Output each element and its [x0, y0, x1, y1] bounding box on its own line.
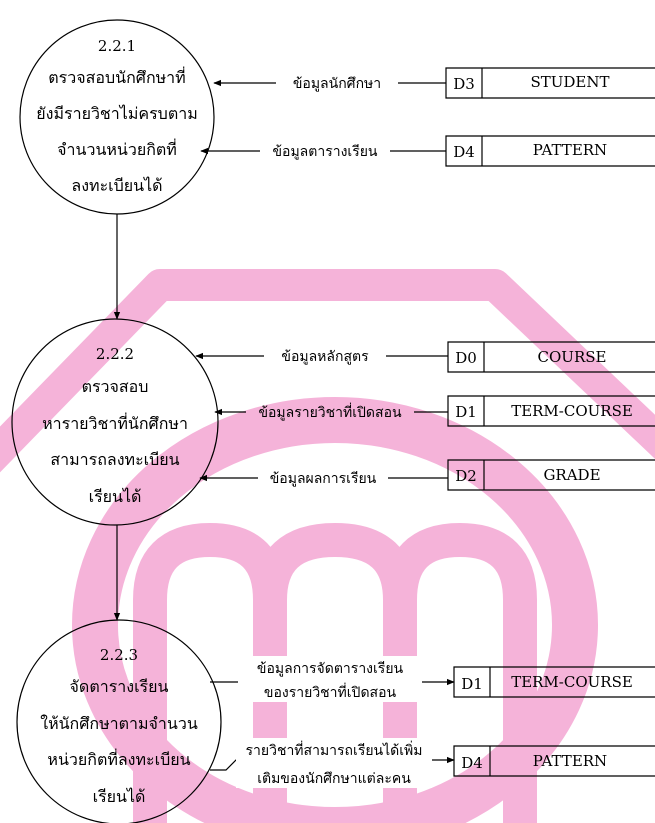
data-store: D3 STUDENT: [445, 67, 655, 99]
data-store-name: TERM-COURSE: [511, 673, 633, 691]
data-flow: ข้อมูลนักศึกษา: [213, 76, 446, 92]
process-label-line: หารายวิชาที่นักศึกษา: [42, 412, 188, 433]
data-flow: รายวิชาที่สามารถเรียนได้เพิ่ม เติมของนัก…: [210, 738, 455, 788]
data-store: D0 COURSE: [447, 341, 655, 373]
data-flow-label: ข้อมูลการจัดตารางเรียน: [257, 661, 404, 677]
data-flow-label: ข้อมูลตารางเรียน: [272, 144, 377, 160]
data-store-name: TERM-COURSE: [511, 402, 633, 420]
data-flow-label: ข้อมูลนักศึกษา: [293, 76, 381, 92]
data-store-code: D0: [455, 349, 477, 367]
process-2-2-3: 2.2.3 จัดตารางเรียน ให้นักศึกษาตามจำนวน …: [16, 619, 222, 823]
data-flow-label: เติมของนักศึกษาแต่ละคน: [257, 771, 411, 787]
data-store: D4 PATTERN: [445, 135, 655, 167]
data-store-code: D3: [453, 75, 475, 93]
process-number: 2.2.2: [96, 345, 134, 363]
data-store-name: GRADE: [543, 466, 600, 484]
process-label-line: สามารถลงทะเบียน: [50, 450, 179, 469]
data-flow-label: ข้อมูลผลการเรียน: [270, 471, 377, 487]
data-flow-label: ข้อมูลรายวิชาที่เปิดสอน: [258, 403, 402, 421]
process-label-line: เรียนได้: [93, 787, 146, 806]
process-2-2-2: 2.2.2 ตรวจสอบ หารายวิชาที่นักศึกษา สามาร…: [11, 318, 219, 526]
process-label-line: ตรวจสอบนักศึกษาที่: [48, 66, 185, 87]
process-label-line: ให้นักศึกษาตามจำนวน: [40, 714, 198, 733]
data-flow: ข้อมูลรายวิชาที่เปิดสอน: [214, 403, 448, 421]
data-store-code: D4: [461, 754, 483, 772]
data-store: D2 GRADE: [447, 459, 655, 491]
data-flow-label: รายวิชาที่สามารถเรียนได้เพิ่ม: [246, 741, 423, 759]
process-number: 2.2.1: [98, 37, 136, 55]
process-number: 2.2.3: [100, 646, 138, 664]
data-flow-label: ของรายวิชาที่เปิดสอน: [264, 683, 397, 701]
data-store-code: D4: [453, 143, 475, 161]
data-store-code: D1: [461, 675, 483, 693]
process-label-line: ลงทะเบียนได้: [71, 176, 162, 195]
data-flow: ข้อมูลการจัดตารางเรียน ของรายวิชาที่เปิด…: [210, 656, 455, 702]
data-store-code: D1: [455, 403, 477, 421]
process-2-2-1: 2.2.1 ตรวจสอบนักศึกษาที่ ยังมีรายวิชาไม่…: [19, 19, 215, 215]
process-label-line: เรียนได้: [89, 487, 142, 506]
data-flow-label: ข้อมูลหลักสูตร: [281, 349, 369, 365]
process-label-line: จำนวนหน่วยกิตที่: [57, 138, 177, 159]
data-store: D4 PATTERN: [453, 745, 655, 777]
process-label-line: ยังมีรายวิชาไม่ครบตาม: [36, 104, 197, 123]
data-store-name: PATTERN: [533, 141, 607, 159]
data-store: D1 TERM-COURSE: [447, 395, 655, 427]
data-flow: ข้อมูลผลการเรียน: [199, 471, 448, 487]
process-label-line: จัดตารางเรียน: [70, 677, 169, 696]
process-label-line: หน่วยกิตที่ลงทะเบียน: [47, 748, 190, 769]
watermark-logo: [0, 269, 655, 823]
data-flow: ข้อมูลตารางเรียน: [200, 144, 446, 160]
data-store-code: D2: [455, 467, 477, 485]
data-store-name: COURSE: [538, 348, 607, 366]
process-label-line: ตรวจสอบ: [82, 377, 149, 396]
data-store-name: STUDENT: [530, 73, 609, 91]
data-flow: ข้อมูลหลักสูตร: [195, 349, 448, 365]
data-store-name: PATTERN: [533, 752, 607, 770]
